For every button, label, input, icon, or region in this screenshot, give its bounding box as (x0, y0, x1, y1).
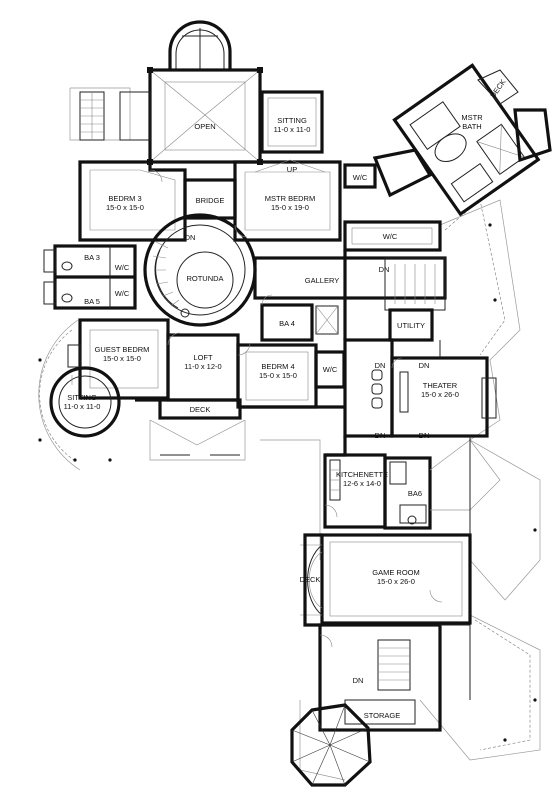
room-dim-theater: 15-0 x 26-0 (421, 390, 459, 399)
room-label-wic-5: W/C (323, 365, 338, 374)
roof-outline (69, 87, 541, 781)
room-sitting-top (260, 90, 324, 154)
room-label-sitting-top: SITTING (277, 116, 307, 125)
room-label-dn-t2: DN (419, 361, 430, 370)
room-label-wic-1: W/C (353, 173, 368, 182)
wic-1 (343, 163, 377, 189)
sitting-left (38, 319, 121, 471)
top-deck (477, 69, 519, 105)
room-label-rotunda: ROTUNDA (186, 274, 223, 283)
room-label-wic-4: W/C (115, 289, 130, 298)
room-dim-bedrm3: 15-0 x 15-0 (106, 203, 144, 212)
bath-6 (383, 456, 432, 530)
room-label-dn-t4: DN (419, 431, 430, 440)
room-label-dn-stair: DN (379, 265, 390, 274)
room-label-ba4: BA 4 (279, 319, 295, 328)
storage (318, 623, 442, 732)
front-gables (149, 419, 246, 461)
room-label-utility: UTILITY (397, 321, 425, 330)
room-label-mstr-bath-2: BATH (462, 122, 481, 131)
room-dim-mstr-bedrm: 15-0 x 19-0 (271, 203, 309, 212)
game-room (300, 533, 472, 625)
wic-2 (343, 220, 442, 252)
bath-3-5 (43, 244, 137, 310)
room-label-dn-rotunda: DN (185, 233, 196, 242)
room-label-deck-mid: DECK (190, 405, 211, 414)
room-label-open: OPEN (194, 122, 215, 131)
room-label-ba6: BA6 (408, 489, 422, 498)
room-label-wic-2: W/C (383, 232, 398, 241)
room-label-storage: STORAGE (364, 711, 401, 720)
master-bedroom (233, 159, 342, 242)
room-label-mstr-bedrm: MSTR BEDRM (265, 194, 315, 203)
room-dim-game-room: 15-0 x 26-0 (377, 577, 415, 586)
bath-4 (260, 303, 314, 342)
room-dim-sitting-top: 11-0 x 11-0 (274, 125, 311, 134)
left-balcony (79, 91, 151, 141)
utility (388, 308, 434, 342)
deck-mid (158, 398, 242, 420)
bedroom-3 (78, 160, 187, 242)
room-label-theater: THEATER (423, 381, 458, 390)
room-label-guest-bedrm: GUEST BEDRM (95, 345, 150, 354)
room-label-gallery: GALLERY (305, 276, 339, 285)
theater (343, 338, 497, 438)
room-label-sitting-left: SITTING (67, 393, 97, 402)
room-dim-kitchenette: 12-6 x 14-0 (343, 479, 381, 488)
room-label-wic-3: W/C (115, 263, 130, 272)
rotunda (143, 213, 257, 327)
room-label-dn-storage: DN (353, 676, 364, 685)
room-dim-loft: 11-0 x 12-0 (184, 362, 221, 371)
room-label-bedrm3: BEDRM 3 (108, 194, 141, 203)
room-label-mstr-bath-1: MSTR (461, 113, 483, 122)
room-label-deck-side: DECK (300, 575, 321, 584)
kitchenette (323, 453, 387, 529)
room-label-ba5: BA 5 (84, 297, 100, 306)
octagon-roof (290, 703, 372, 787)
room-label-dn-t3: DN (375, 431, 386, 440)
door-swings (149, 169, 443, 648)
room-label-loft: LOFT (193, 353, 213, 362)
gallery (253, 256, 447, 311)
open-area (79, 20, 263, 165)
room-label-up: UP (287, 165, 297, 174)
room-label-kitchenette: KITCHENETTE (336, 470, 388, 479)
room-label-ba3: BA 3 (84, 253, 100, 262)
room-dim-bedrm4: 15-0 x 15-0 (259, 371, 297, 380)
room-label-game-room: GAME ROOM (372, 568, 420, 577)
room-dim-guest-bedrm: 15-0 x 15-0 (103, 354, 141, 363)
room-label-bedrm4: BEDRM 4 (261, 362, 294, 371)
master-bath-wing (392, 63, 541, 217)
room-label-bridge: BRIDGE (196, 196, 225, 205)
deck-posts (38, 223, 537, 742)
room-label-dn-t1: DN (375, 361, 386, 370)
room-dim-sitting-left: 11-0 x 11-0 (64, 402, 101, 411)
connecting-walls (135, 250, 471, 700)
room-label-deck-top: DECK (488, 77, 507, 99)
